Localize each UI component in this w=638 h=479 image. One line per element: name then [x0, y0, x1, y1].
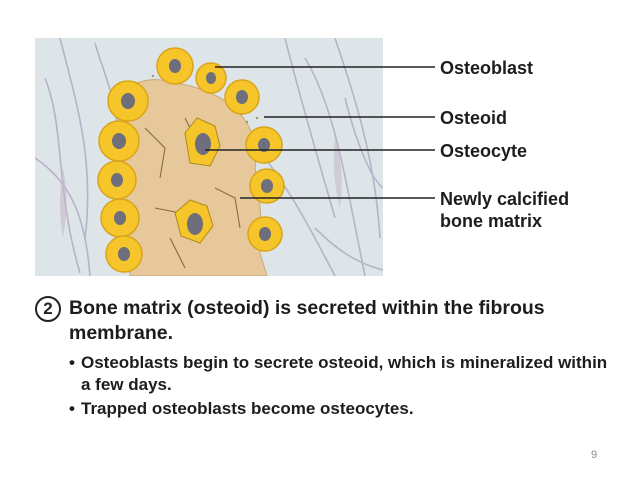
calcified-matrix-label-line2: bone matrix — [440, 211, 543, 231]
step-number-badge: 2 — [35, 296, 61, 322]
page-number: 9 — [591, 449, 598, 461]
bullet-text: Trapped osteoblasts become osteocytes. — [81, 399, 414, 418]
osteoid-label: Osteoid — [440, 108, 508, 128]
osteocytes — [174, 117, 221, 244]
bullet-item: • Trapped osteoblasts become osteocytes. — [69, 398, 614, 420]
bone-formation-illustration — [35, 38, 383, 276]
bullet-dot: • — [69, 353, 75, 372]
bullet-text: Osteoblasts begin to secrete osteoid, wh… — [81, 353, 608, 394]
osteoblast-nuclei — [111, 59, 273, 261]
step-heading: Bone matrix (osteoid) is secreted within… — [69, 297, 545, 344]
calcified-matrix-label-line1: Newly calcified — [440, 189, 570, 209]
fiber-streaks — [60, 138, 342, 238]
osteocyte-label: Osteocyte — [440, 141, 528, 161]
bullet-dot: • — [69, 399, 75, 418]
osteoblast-label: Osteoblast — [440, 58, 534, 78]
bullet-item: • Osteoblasts begin to secrete osteoid, … — [69, 352, 614, 396]
